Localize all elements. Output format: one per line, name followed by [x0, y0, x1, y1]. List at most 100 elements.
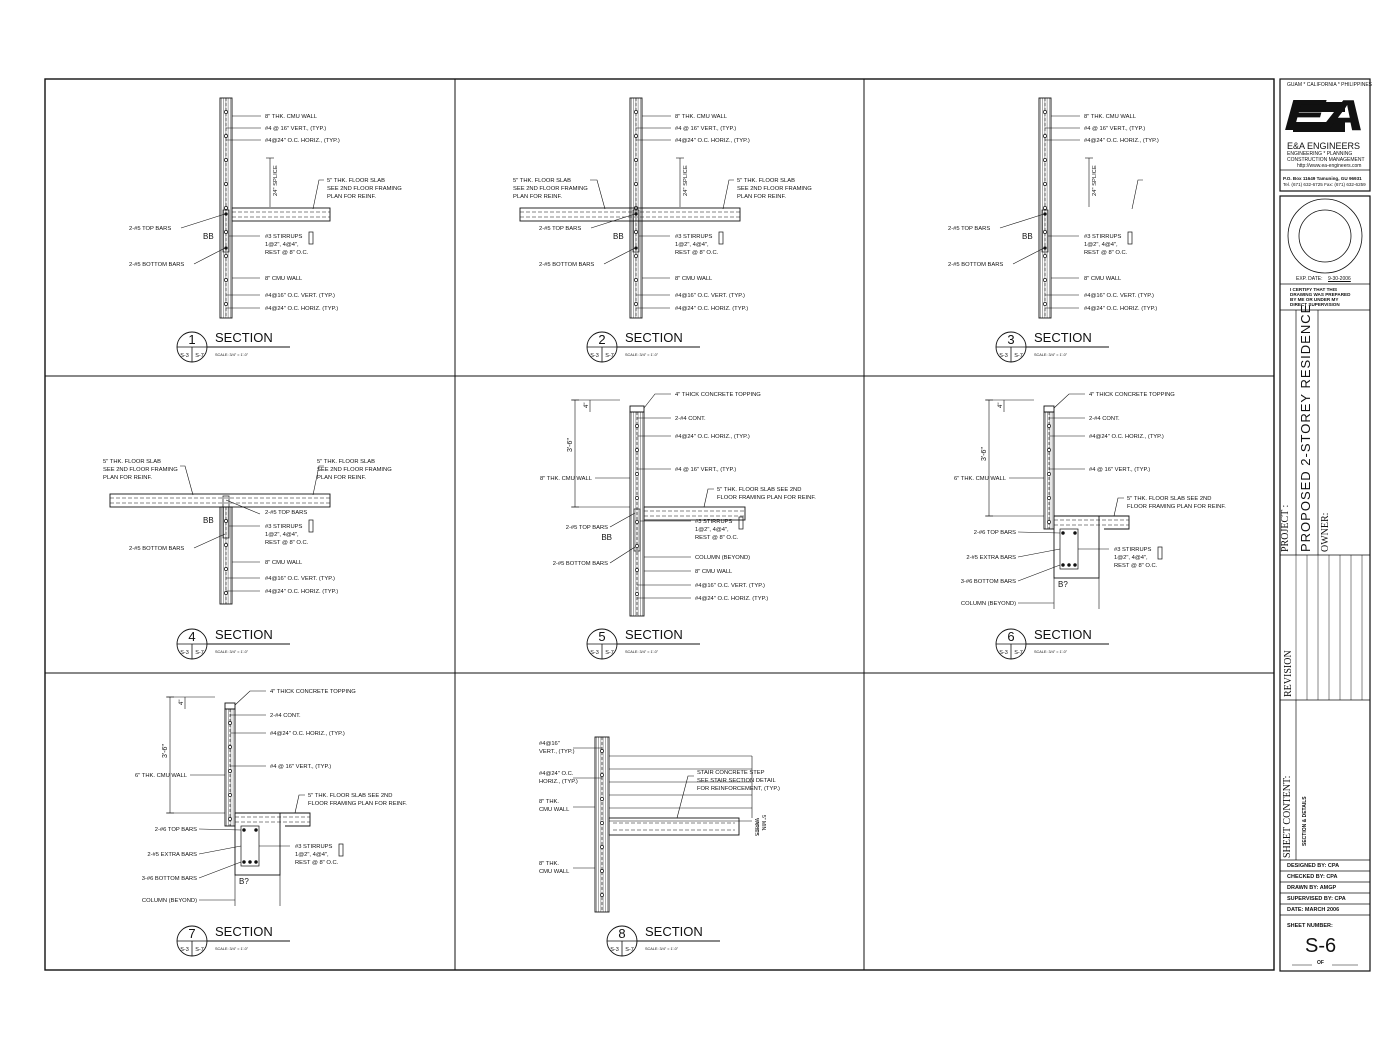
callout-text: 1@2", 4@4", — [265, 242, 299, 248]
callout-text: 2-#5 TOP BARS — [948, 226, 990, 232]
rect — [633, 508, 641, 552]
certify-4: DIRECT SUPERVISION — [1290, 302, 1340, 307]
rebar-dot — [248, 860, 252, 864]
callout-text: #3 STIRRUPS — [265, 524, 303, 530]
callout-text: #3 STIRRUPS — [675, 234, 713, 240]
rect — [632, 209, 640, 253]
callout-text: CMU WALL — [539, 869, 570, 875]
rebar-dot — [634, 278, 638, 282]
firm-website: http://www.ea-engineers.com — [1297, 163, 1362, 169]
leader-line — [1017, 548, 1061, 558]
seal-inner — [1298, 209, 1352, 263]
callout-text: #4@16" O.C. VERT. (TYP.) — [265, 576, 335, 582]
callout-text: #4@24" O.C. HORIZ., (TYP.) — [265, 138, 340, 144]
leader-line — [312, 179, 324, 210]
designed-by: DESIGNED BY: CPA — [1287, 863, 1340, 869]
callout-text: SEE STAIR SECTION DETAIL — [697, 778, 776, 784]
beam-mark: B? — [1058, 580, 1068, 589]
rebar-dot — [634, 110, 638, 114]
rebar-dot — [1043, 212, 1047, 216]
leader-line — [180, 465, 194, 496]
callout-text: 2-#5 BOTTOM BARS — [129, 546, 184, 552]
detail-number: 3 — [1007, 332, 1014, 347]
owner-label: OWNER: — [1320, 512, 1331, 552]
rebar-dot — [600, 749, 604, 753]
callout-text: PLAN FOR REINF. — [317, 475, 366, 481]
callout-text: #4 @ 16" VERT., (TYP.) — [1084, 126, 1145, 132]
callout-text: 8" THK. CMU WALL — [265, 114, 318, 120]
leader-line — [643, 393, 671, 409]
section-title: SECTION — [215, 330, 273, 345]
leader-line — [198, 845, 242, 855]
leader-line — [676, 775, 694, 819]
callout-text: #3 STIRRUPS — [1114, 547, 1152, 553]
rect — [308, 231, 314, 245]
ref-sheet: S-7 — [605, 353, 614, 359]
rebar-dot — [224, 230, 228, 234]
detail-8: #4@16"VERT., (TYP.)#4@24" O.C.HORIZ., (T… — [539, 736, 780, 957]
callout-text: #4@24" O.C. HORIZ. (TYP.) — [695, 596, 768, 602]
section-scale: SCALE: 3/4" = 1'-0" — [625, 353, 659, 357]
callout-text: 8" CMU WALL — [265, 560, 303, 566]
date: DATE: MARCH 2006 — [1287, 907, 1340, 913]
callout-text: 3-#6 BOTTOM BARS — [961, 579, 1016, 585]
detail-number: 4 — [188, 629, 195, 644]
callout-text: 1@2", 4@4", — [1114, 555, 1148, 561]
rebar-dot — [224, 206, 228, 210]
callout-text: 2-#4 CONT. — [1089, 416, 1120, 422]
beam-mark: BB — [613, 232, 624, 241]
rebar-dot — [1043, 110, 1047, 114]
project-name: PROPOSED 2-STOREY RESIDENCE — [1298, 303, 1313, 552]
firm-address: P.O. Box 11649 Tamuning, GU 96931 — [1283, 176, 1362, 181]
leader-line — [1017, 564, 1061, 582]
rebar-dot — [228, 721, 232, 725]
ref-sheet: S-7 — [605, 650, 614, 656]
callout-text: 5" THK. FLOOR SLAB — [317, 459, 375, 465]
rebar-dot — [224, 182, 228, 186]
rect — [738, 516, 744, 530]
rect — [1279, 78, 1371, 192]
dim-3-6: 3'-6" — [567, 438, 574, 452]
rebar-dot — [224, 543, 228, 547]
callout-text: #4@16" O.C. VERT. (TYP.) — [675, 293, 745, 299]
leader-line — [603, 247, 636, 265]
callout-text: #4@24" O.C. HORIZ., (TYP.) — [1089, 434, 1164, 440]
rebar-dot — [224, 158, 228, 162]
rect — [224, 702, 236, 710]
rebar-dot — [600, 893, 604, 897]
callout-text: 2-#4 CONT. — [675, 416, 706, 422]
callout-text: SEE 2ND FLOOR FRAMING — [103, 467, 178, 473]
callout-text: 1@2", 4@4", — [295, 852, 329, 858]
callout-text: PLAN FOR REINF. — [513, 194, 562, 200]
section-title: SECTION — [215, 627, 273, 642]
callout-text: 5" THK. FLOOR SLAB — [513, 178, 571, 184]
rebar-dot — [1047, 424, 1051, 428]
section-scale: SCALE: 3/4" = 1'-0" — [1034, 353, 1068, 357]
callout-text: #3 STIRRUPS — [265, 234, 303, 240]
project-label: PROJECT : — [1280, 504, 1291, 552]
callout-text: COLUMN (BEYOND) — [695, 555, 750, 561]
dim-4: 4" — [179, 700, 185, 705]
callout-text: 1@2", 4@4", — [675, 242, 709, 248]
rect — [231, 207, 331, 222]
callout-text: FLOOR FRAMING PLAN FOR REINF. — [308, 801, 407, 807]
supervised-by: SUPERVISED BY: CPA — [1287, 896, 1346, 902]
leader-line — [1017, 531, 1061, 534]
ref-sheet: S-3 — [180, 947, 189, 953]
rebar-dot — [634, 246, 638, 250]
leader-line — [294, 794, 305, 814]
leader-line — [1053, 393, 1085, 409]
rebar-dot — [600, 845, 604, 849]
leader-line — [999, 213, 1045, 229]
callout-text: 5" THK. FLOOR SLAB SEE 2ND — [1127, 496, 1211, 502]
callout-text: 3-#6 BOTTOM BARS — [142, 876, 197, 882]
callout-text: HORIZ., (TYP.) — [539, 779, 578, 785]
callout-text: REST @ 8" O.C. — [1084, 250, 1128, 256]
rebar-dot — [635, 520, 639, 524]
callout-text: FOR REINFORCEMENT, (TYP.) — [697, 786, 780, 792]
callout-text: #4@24" O.C. HORIZ. (TYP.) — [1084, 306, 1157, 312]
callout-text: REST @ 8" O.C. — [265, 540, 309, 546]
callout-text: 1@2", 4@4", — [265, 532, 299, 538]
